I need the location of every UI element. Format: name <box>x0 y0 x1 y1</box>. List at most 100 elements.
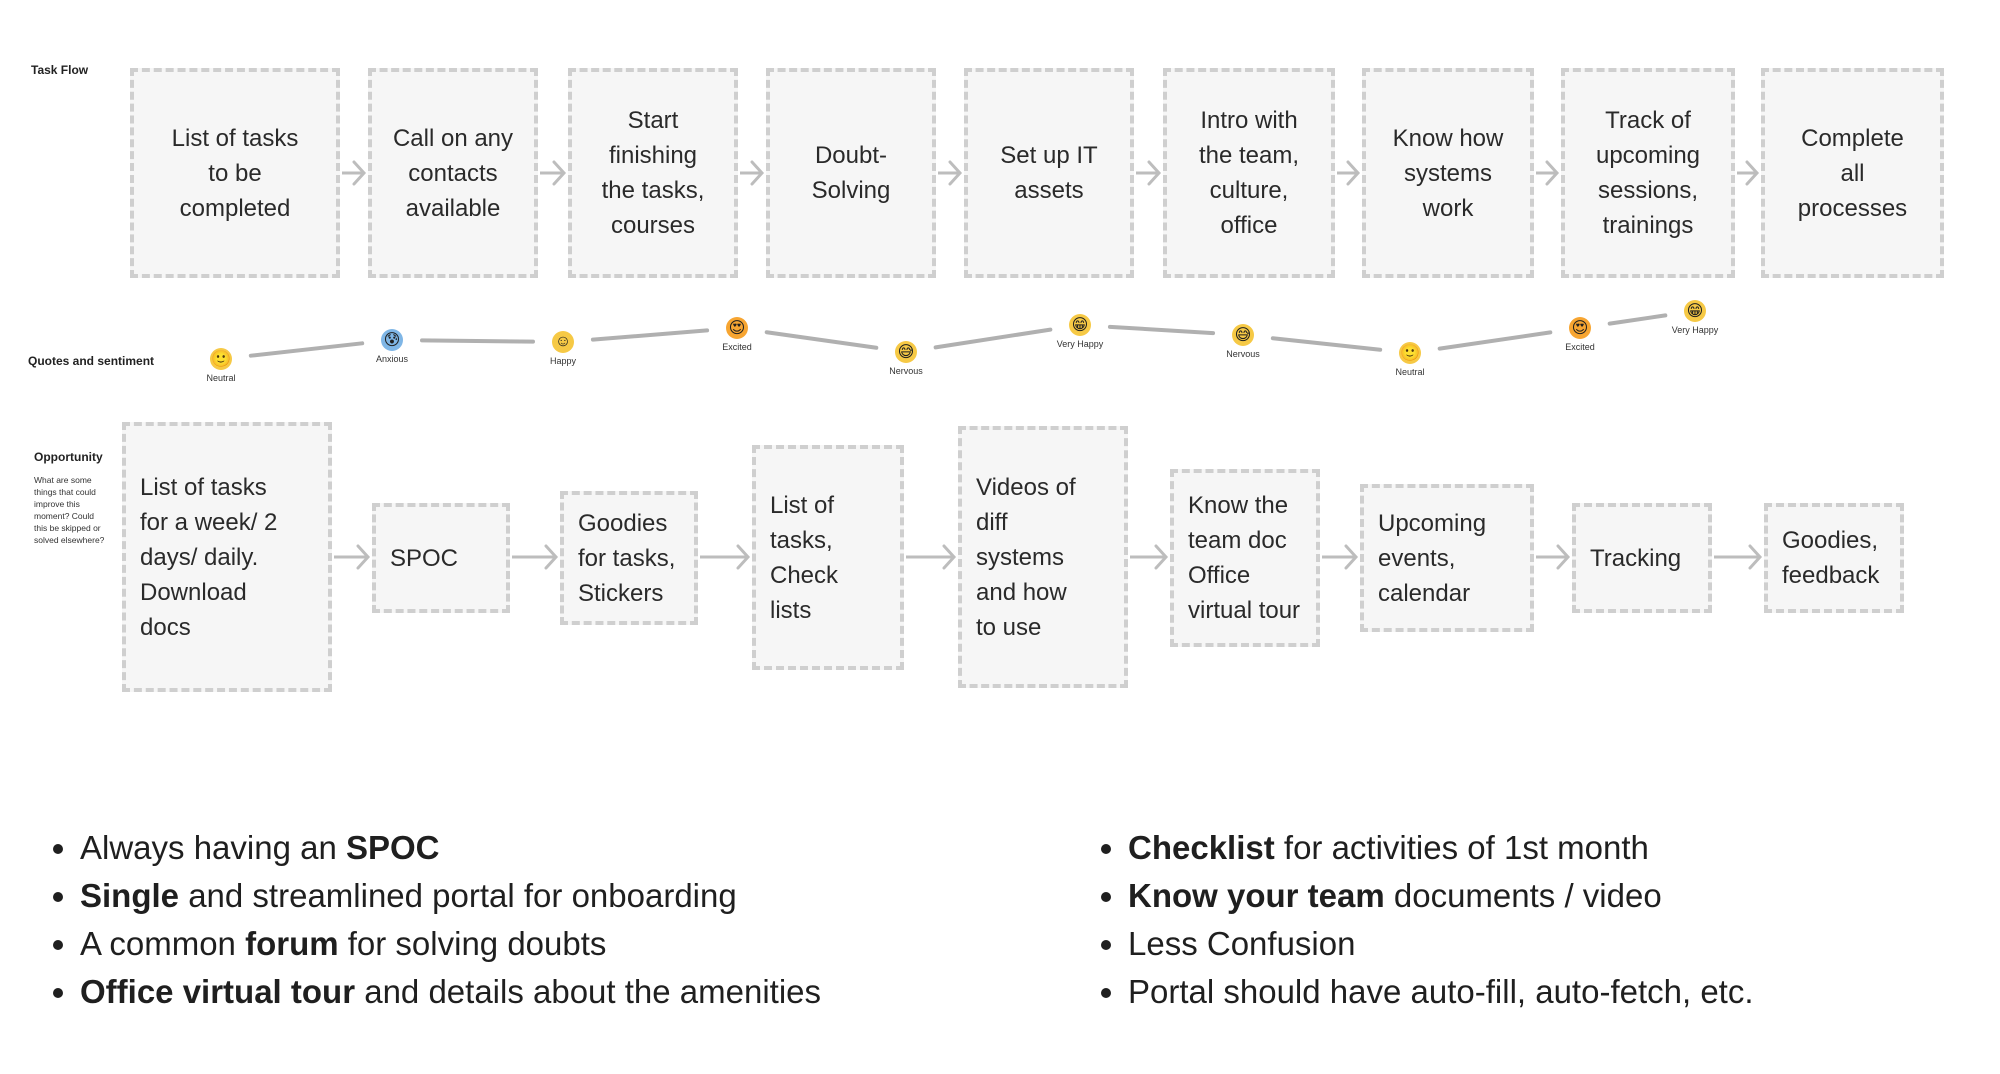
task-step-5-text: Set up IT assets <box>1000 142 1098 204</box>
sentiment-label-2: Anxious <box>375 354 409 364</box>
task-arrow-1 <box>342 160 367 186</box>
insight-text: for activities of 1st month <box>1274 829 1649 866</box>
insight-text: for solving doubts <box>338 925 607 962</box>
sentiment-emoji-icon: 😅 <box>895 341 917 363</box>
opportunity-arrow-7 <box>1536 544 1571 570</box>
sentiment-emoji-icon: 😁 <box>1684 300 1706 322</box>
task-arrow-6 <box>1337 160 1361 186</box>
opportunity-3-text: Goodies for tasks, Stickers <box>578 509 676 607</box>
opportunity-8-text: Tracking <box>1590 544 1682 572</box>
opportunity-2: SPOC <box>372 503 510 613</box>
task-step-3-text: Start finishing the tasks, courses <box>601 107 705 239</box>
sentiment-segment-5 <box>933 327 1053 350</box>
opportunity-arrow-6 <box>1322 544 1359 570</box>
opportunity-2-text: SPOC <box>390 544 459 572</box>
opportunity-arrow-8 <box>1714 544 1763 570</box>
opportunity-arrow-5 <box>1130 544 1169 570</box>
sentiment-emoji-icon: 😍 <box>1569 317 1591 339</box>
insight-text: A common <box>80 925 246 962</box>
task-step-8-text: Track of upcoming sessions, trainings <box>1595 107 1701 239</box>
task-arrow-7 <box>1536 160 1560 186</box>
sentiment-segment-1 <box>248 341 365 358</box>
sentiment-emoji-icon: 😰 <box>381 329 403 351</box>
task-step-8: Track of upcoming sessions, trainings <box>1561 68 1735 278</box>
insight-emphasis: Checklist <box>1128 829 1275 866</box>
task-step-7-text: Know how systems work <box>1392 124 1504 222</box>
task-step-1-text: List of tasks to be completed <box>171 124 299 222</box>
sentiment-label: Quotes and sentiment <box>28 354 155 368</box>
opportunity-3: Goodies for tasks, Stickers <box>560 491 698 625</box>
task-flow-label: Task Flow <box>31 63 89 77</box>
opportunity-1-text: List of tasks for a week/ 2 days/ daily.… <box>140 473 278 641</box>
task-step-5: Set up IT assets <box>964 68 1134 278</box>
task-arrow-8 <box>1737 160 1760 186</box>
task-arrow-2 <box>540 160 567 186</box>
opportunity-arrow-2 <box>512 544 559 570</box>
opportunity-1: List of tasks for a week/ 2 days/ daily.… <box>122 422 332 692</box>
sentiment-label-7: Nervous <box>1226 349 1260 359</box>
task-step-9-text: Complete all processes <box>1797 124 1908 222</box>
insight-emphasis: forum <box>245 925 339 962</box>
opportunity-7: Upcoming events, calendar <box>1360 484 1534 632</box>
sentiment-label-6: Very Happy <box>1056 339 1104 349</box>
opportunity-9: Goodies, feedback <box>1764 503 1904 613</box>
sentiment-emoji-icon: 🙂 <box>210 348 232 370</box>
opportunity-arrow-1 <box>334 544 371 570</box>
sentiment-emoji-icon: 😍 <box>726 317 748 339</box>
insight-item: Single and streamlined portal for onboar… <box>80 872 821 920</box>
insight-item: Checklist for activities of 1st month <box>1128 824 1754 872</box>
opportunity-arrow-3 <box>700 544 751 570</box>
insight-text: documents / video <box>1384 877 1662 914</box>
task-step-6: Intro with the team, culture, office <box>1163 68 1335 278</box>
sentiment-label-1: Neutral <box>206 373 236 383</box>
task-step-7: Know how systems work <box>1362 68 1534 278</box>
insight-text: Portal should have auto-fill, auto-fetch… <box>1128 973 1754 1010</box>
insight-emphasis: Single <box>80 877 180 914</box>
opportunity-6: Know the team doc Office virtual tour <box>1170 469 1320 647</box>
insight-text: Always having an <box>80 829 346 866</box>
sentiment-segment-4 <box>764 330 879 350</box>
insight-item: Portal should have auto-fill, auto-fetch… <box>1128 968 1754 1016</box>
task-step-3: Start finishing the tasks, courses <box>568 68 738 278</box>
task-arrow-5 <box>1136 160 1162 186</box>
task-step-6-text: Intro with the team, culture, office <box>1198 107 1300 239</box>
opportunity-6-text: Know the team doc Office virtual tour <box>1188 492 1301 624</box>
insights-right-list: Checklist for activities of 1st monthKno… <box>1098 824 1754 1016</box>
insight-emphasis: Office virtual tour <box>80 973 356 1010</box>
sentiment-label-4: Excited <box>722 342 752 352</box>
sentiment-label-9: Excited <box>1565 342 1595 352</box>
sentiment-label-3: Happy <box>549 356 577 366</box>
task-step-2: Call on any contacts available <box>368 68 538 278</box>
sentiment-label-8: Neutral <box>1395 367 1425 377</box>
sentiment-segment-9 <box>1607 313 1668 326</box>
task-step-9: Complete all processes <box>1761 68 1944 278</box>
sentiment-label-10: Very Happy <box>1671 325 1719 335</box>
opportunity-7-text: Upcoming events, calendar <box>1378 509 1487 607</box>
task-step-1: List of tasks to be completed <box>130 68 340 278</box>
insight-emphasis: SPOC <box>345 829 440 866</box>
opportunity-label: Opportunity <box>34 450 103 464</box>
insight-text: and streamlined portal for onboarding <box>179 877 737 914</box>
opportunity-hint: What are some things that could improve … <box>34 475 105 545</box>
opportunity-9-text: Goodies, feedback <box>1782 527 1880 589</box>
sentiment-segment-6 <box>1107 324 1216 336</box>
task-step-4-text: Doubt- Solving <box>811 142 891 204</box>
insight-emphasis: Know your team <box>1128 877 1385 914</box>
insight-item: A common forum for solving doubts <box>80 920 821 968</box>
opportunity-5-text: Videos of diff systems and how to use <box>976 473 1076 641</box>
insight-item: Always having an SPOC <box>80 824 821 872</box>
task-arrow-4 <box>938 160 963 186</box>
sentiment-emoji-icon: 😁 <box>1069 314 1091 336</box>
task-arrow-3 <box>740 160 765 186</box>
sentiment-segment-3 <box>590 328 710 342</box>
insight-text: and details about the amenities <box>355 973 822 1010</box>
sentiment-emoji-icon: ☺ <box>552 331 574 353</box>
opportunity-4-text: List of tasks, Check lists <box>770 491 839 624</box>
task-step-2-text: Call on any contacts available <box>392 124 514 222</box>
sentiment-segment-7 <box>1270 336 1383 352</box>
opportunity-8: Tracking <box>1572 503 1712 613</box>
opportunity-5: Videos of diff systems and how to use <box>958 426 1128 688</box>
sentiment-label-5: Nervous <box>889 366 923 376</box>
task-step-4: Doubt- Solving <box>766 68 936 278</box>
